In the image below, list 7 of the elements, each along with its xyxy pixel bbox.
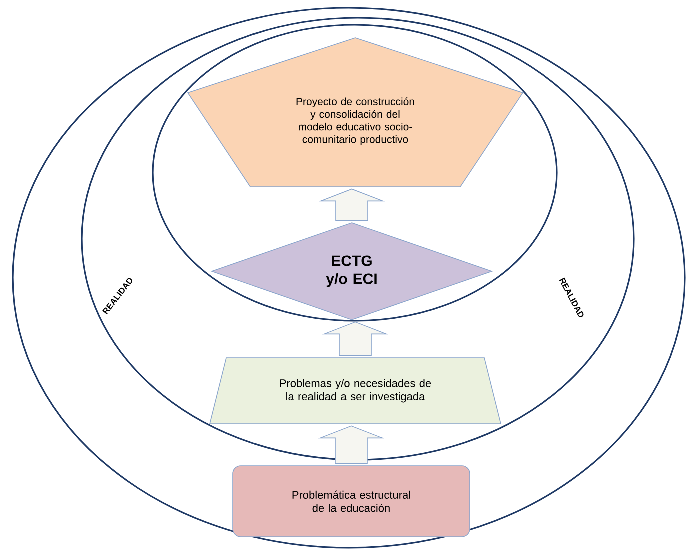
rounded-box: Problemática estructural de la educación (232, 466, 470, 538)
trapezoid: Problemas y/o necesidades de la realidad a ser investigada (210, 358, 502, 424)
block-arrow (322, 322, 389, 356)
ellipse (12, 7, 686, 549)
block-arrow (318, 426, 385, 464)
ellipse (152, 24, 558, 322)
block-arrow (318, 188, 386, 222)
